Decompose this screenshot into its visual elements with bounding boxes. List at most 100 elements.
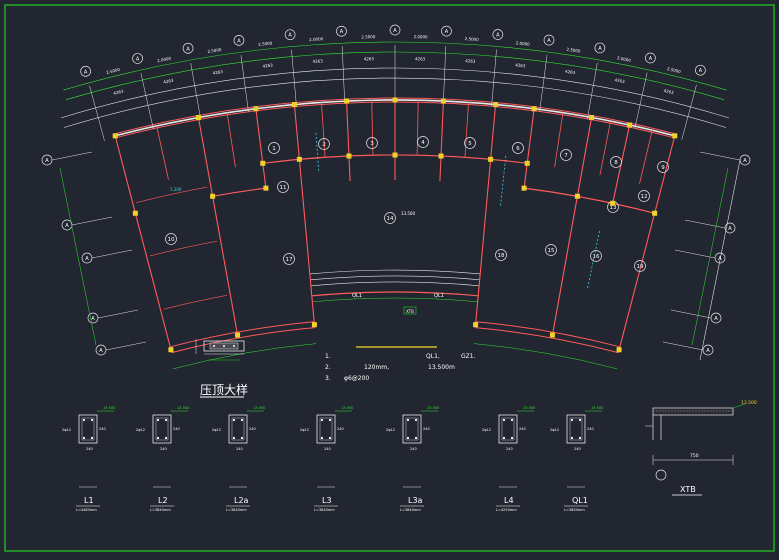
room-number-19: 19 [637,264,644,270]
section-height-0: 240 [99,427,106,431]
inner-dim-1: 4263 [163,77,174,84]
bottom-left-wall-0 [170,321,315,348]
section-stirrup-0 [81,417,95,441]
section-bar-tag-5: 2φ12 [482,428,491,432]
column-7-0 [493,102,499,108]
room-number-8: 8 [614,160,618,166]
axis-line-5 [341,46,345,104]
section-height-6: 240 [587,427,594,431]
section-bar-5-1 [510,418,514,422]
section-stirrup-3 [319,417,333,441]
section-bar-6-3 [578,436,582,440]
room-bubble-1 [268,142,280,154]
inner-dim-9: 4263 [565,69,576,76]
outer-dim-10: 2.0000 [617,55,632,63]
xtb-dim: 750 [690,453,699,459]
section-elev-4: 13.500 [427,406,439,410]
axis-label-4: A [288,33,292,39]
section-bar-3-1 [328,418,332,422]
axis-line-3 [240,55,249,112]
section-elev-6: 13.500 [591,406,603,410]
room-divider-8 [639,130,653,184]
room-number-17: 17 [286,257,293,263]
section-bar-3-0 [320,418,324,422]
room-number-5: 5 [468,141,472,147]
left-room-beam-0 [136,186,208,203]
column-9-0 [589,115,595,121]
column-9-3 [549,332,555,338]
section-bar-0-2 [82,436,86,440]
bottom-dim-left [172,343,317,370]
column-6-1 [438,153,444,159]
section-bar-5-2 [502,436,506,440]
section-bar-1-1 [164,418,168,422]
coping-detail [195,339,245,361]
bottom-right-wall-0 [475,321,620,348]
column-0-2 [132,210,138,216]
hall-arc-0 [309,269,481,275]
axis-bubble-4 [284,29,296,41]
axis-label-6: A [393,28,397,34]
right-axis-label-3: A [714,316,718,322]
section-stirrup-5 [501,417,515,441]
xtb-title: XTB [680,485,696,494]
section-bar-tag-3: 2φ12 [300,428,309,432]
axis-label-8: A [496,32,500,38]
section-bar-5-0 [502,418,506,422]
axis-line-0 [89,85,105,141]
room-divider-3 [371,100,374,156]
section-elev-1: 13.500 [177,406,189,410]
room-number-18: 18 [498,253,505,259]
column-4-0 [344,98,350,104]
cyan-dash-1 [500,155,507,206]
room-number-16: 16 [593,254,600,260]
left-axis-line-0 [51,151,93,161]
axis-label-5: A [340,29,344,35]
radial-wall-4 [345,99,351,182]
bottom-left-wall-1 [171,327,315,354]
section-bar-4-3 [414,436,418,440]
hall-arc-1 [310,275,480,281]
column-11-3 [616,347,622,353]
room-number-3: 3 [370,141,374,147]
axis-bubble-11 [645,52,656,64]
right-axis-line-3 [670,309,712,319]
room-bubble-17 [283,253,295,265]
outer-dim-11: 2.5000 [667,66,682,74]
section-elev-2: 13.500 [253,406,265,410]
column-8-1 [524,160,530,166]
axis-bubble-9 [543,34,555,46]
right-axis-line-4 [662,341,704,351]
room-divider-1 [226,112,236,168]
room-number-10: 10 [168,237,175,243]
axis-bubble-5 [336,25,347,37]
column-5-0 [392,97,398,103]
section-bar-0-3 [90,436,94,440]
column-0-3 [168,347,174,353]
column-10-2 [610,200,616,206]
section-width-1: 240 [160,447,167,451]
right-axis-line-0 [699,151,741,161]
inner-dim-4: 4263 [312,58,323,64]
radial-wall-7 [474,102,497,328]
left-axis-line-2 [91,249,133,259]
note-2-text-b: 13.500m [428,364,455,371]
section-width-6: 240 [574,447,581,451]
outer-dim-5: 2.5000 [361,34,376,39]
room-divider-6 [554,112,564,168]
axis-bubble-1 [132,53,143,64]
section-name-4: L3a [408,496,423,505]
radial-wall-8 [523,106,535,189]
section-outline-1 [152,414,172,444]
section-name-1: L2 [158,496,168,505]
front-wall [311,291,479,297]
room-bubble-16 [590,250,602,262]
section-name-2: L2a [234,496,249,505]
room-bubble-7 [560,149,572,161]
section-bar-4-2 [406,436,410,440]
column-2-1 [260,160,266,166]
room-bubble-14 [384,212,396,224]
room-bubble-19 [634,260,646,272]
outer-dim-7: 2.5000 [465,36,480,42]
